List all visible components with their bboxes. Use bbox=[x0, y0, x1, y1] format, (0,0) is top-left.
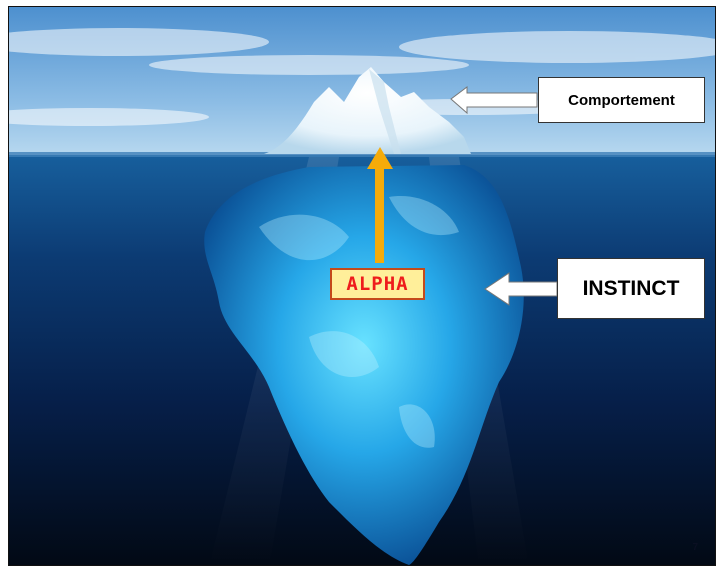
iceberg-scene bbox=[9, 7, 715, 565]
behavior-label: Comportement bbox=[538, 77, 705, 123]
slide-number: 7 bbox=[692, 542, 698, 553]
instinct-label: INSTINCT bbox=[557, 258, 705, 319]
slide: Comportement INSTINCT ALPHA 7 bbox=[8, 6, 716, 566]
alpha-label: ALPHA bbox=[330, 268, 425, 300]
